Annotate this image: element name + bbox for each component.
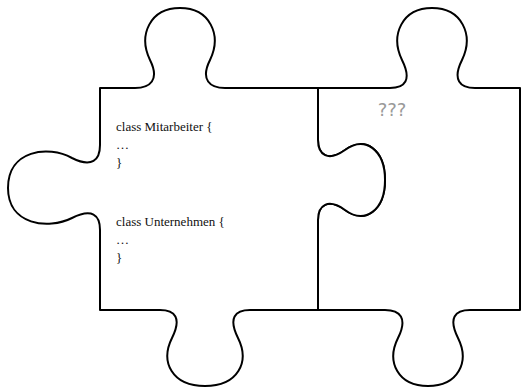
code-line: } <box>116 155 122 170</box>
puzzle-piece: class Mitarbeiter { …} class Unternehmen {… <box>4 4 390 392</box>
code-line: class Mitarbeiter { <box>116 119 212 134</box>
placeholder-text: ??? <box>378 100 407 120</box>
code-line: class Unternehmen { <box>116 214 225 229</box>
piece-outline <box>4 4 390 392</box>
code-line: … <box>116 137 129 152</box>
code-line: } <box>116 250 122 265</box>
puzzle-outline <box>8 8 385 386</box>
code-line: … <box>116 232 129 247</box>
